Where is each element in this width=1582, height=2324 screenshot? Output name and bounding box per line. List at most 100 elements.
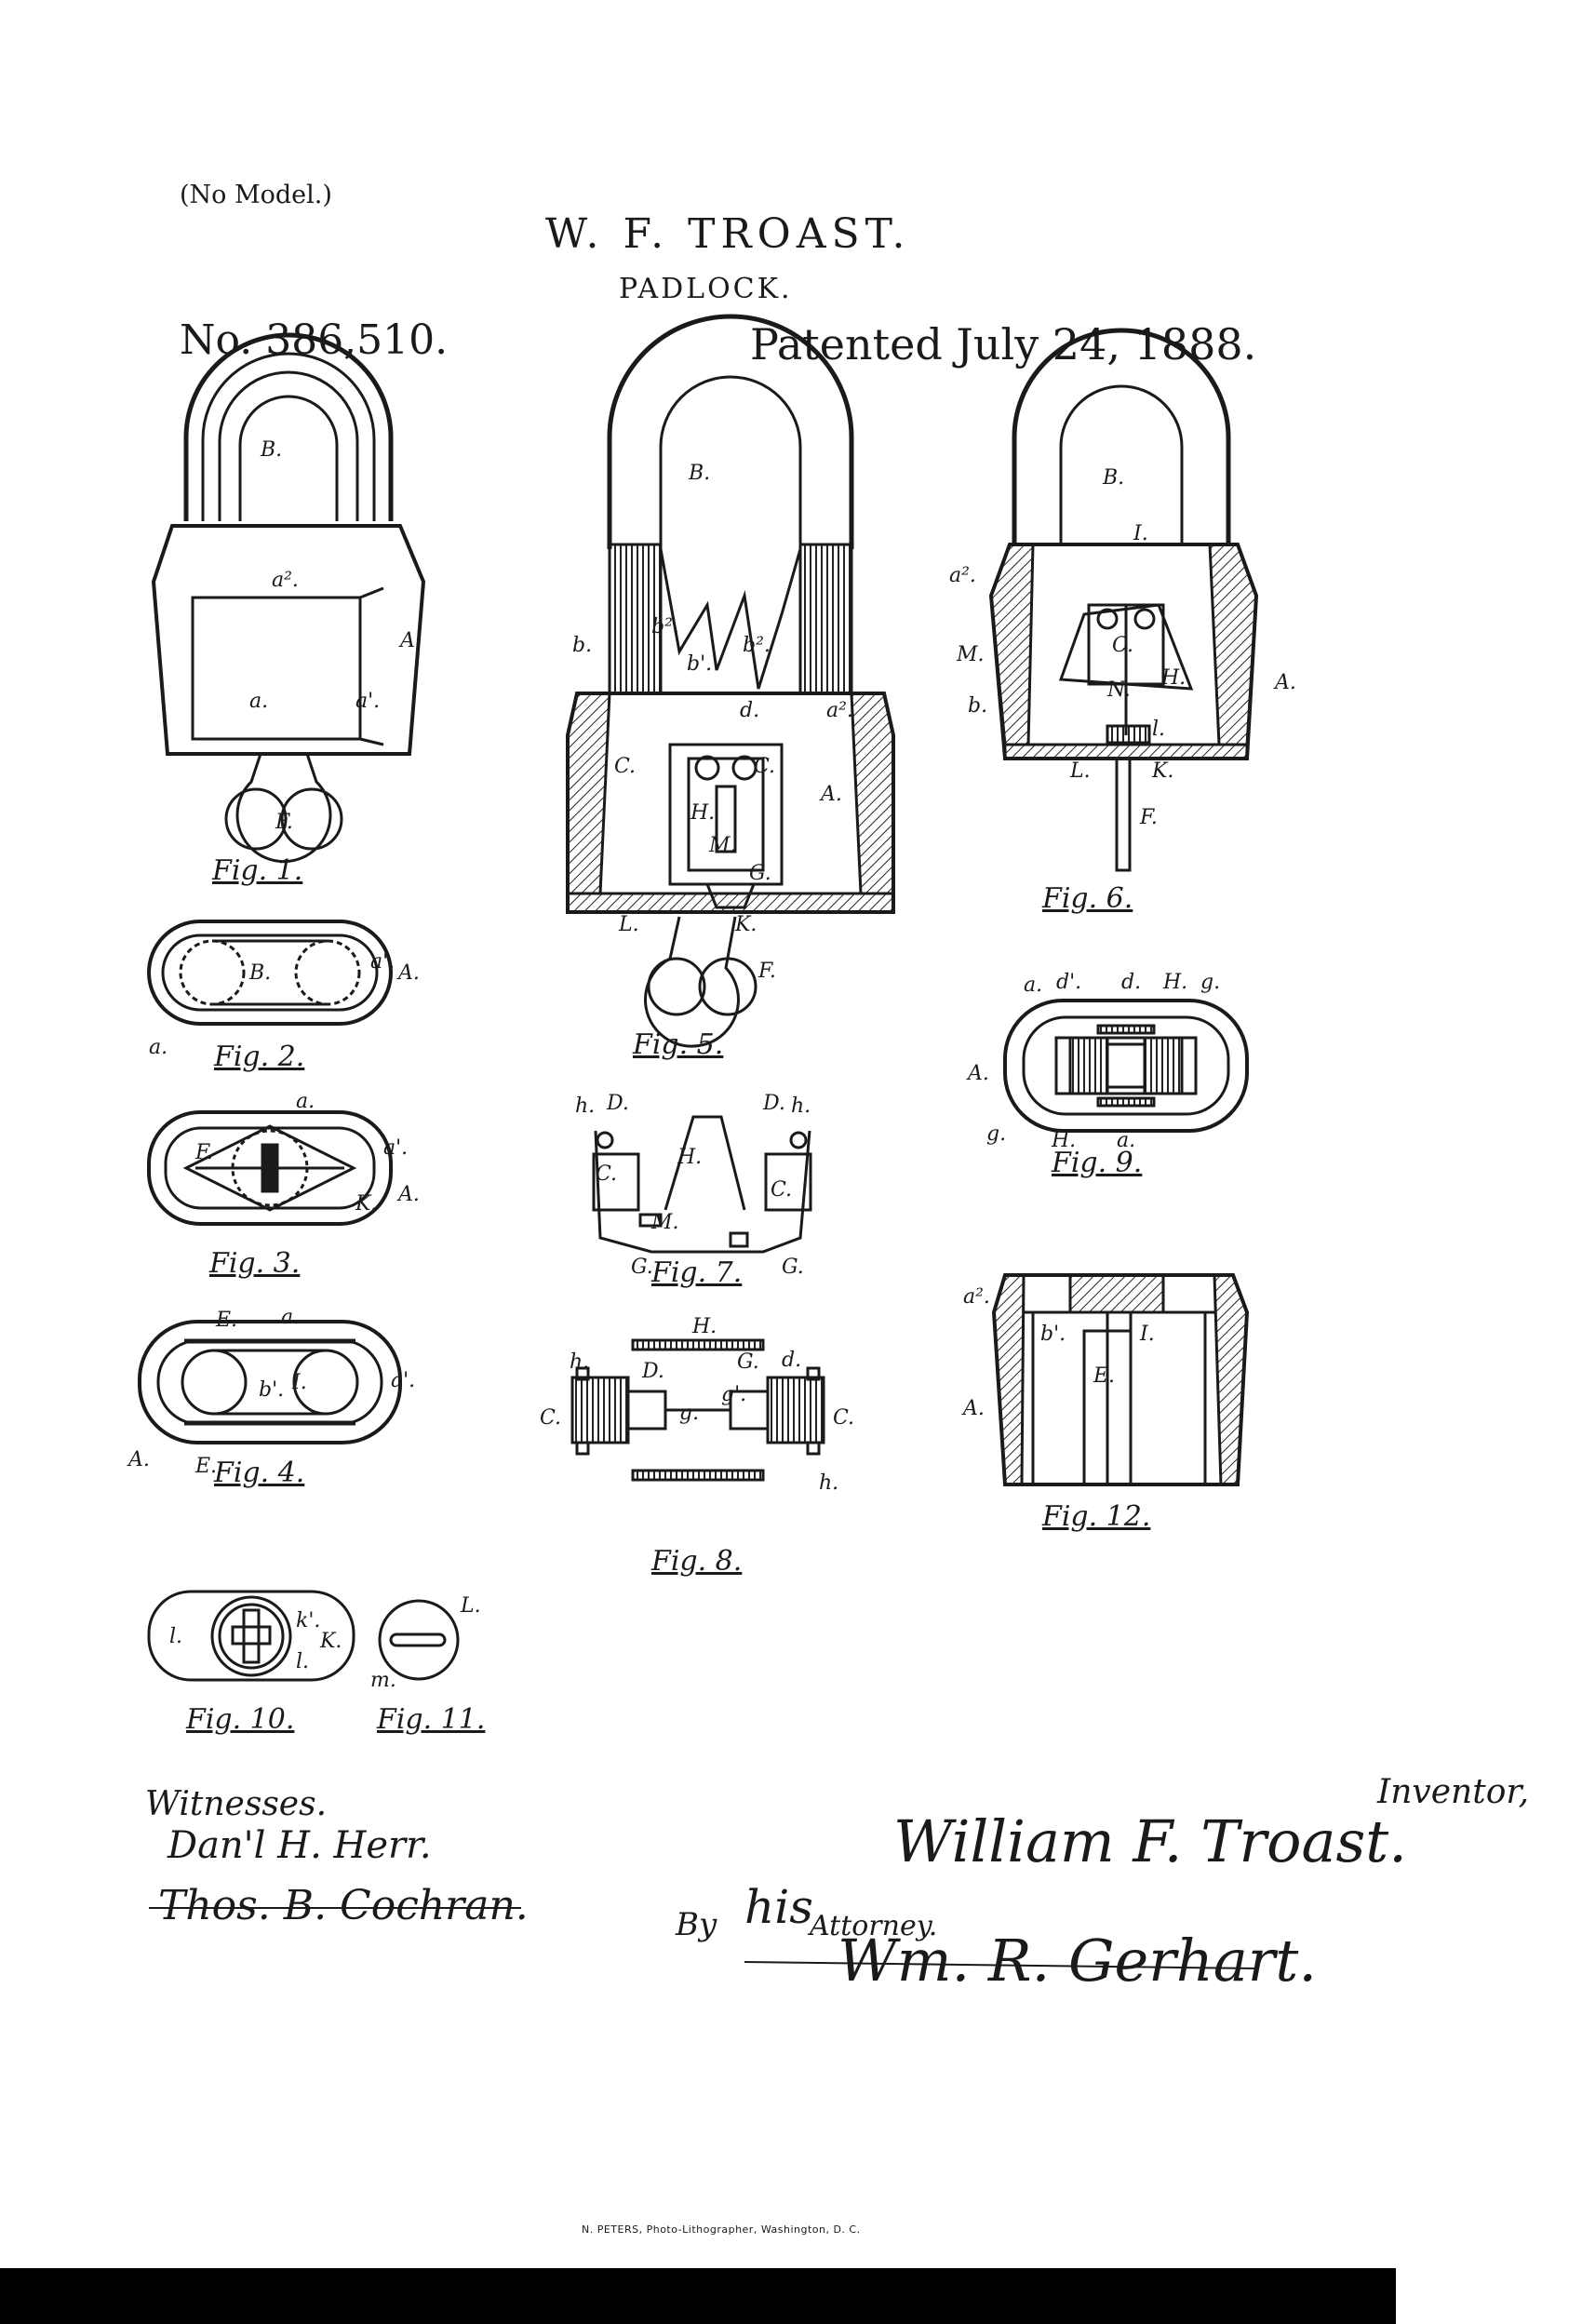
label-a-fig2: a. bbox=[149, 1036, 168, 1059]
label-B-fig2: B. bbox=[248, 961, 271, 985]
label-g1-fig8: g'. bbox=[721, 1383, 746, 1406]
label-a1-fig4: a'. bbox=[391, 1369, 415, 1392]
label-h-fig7: h. bbox=[575, 1095, 595, 1118]
fig-7-caption: Fig. 7. bbox=[651, 1256, 743, 1289]
label-L-fig6: L. bbox=[1069, 759, 1091, 783]
label-E-fig4: E. bbox=[215, 1309, 237, 1332]
his-signature: his bbox=[744, 1880, 813, 1934]
label-a-fig3: a. bbox=[296, 1090, 315, 1113]
fig-11-drawing bbox=[378, 1599, 460, 1681]
attorney-label: Attorney. bbox=[810, 1910, 938, 1942]
fig-6-caption: Fig. 6. bbox=[1042, 882, 1133, 915]
fig-5-drawing bbox=[566, 314, 895, 1048]
label-b1-fig5: b'. bbox=[687, 652, 712, 676]
no-model-note: (No Model.) bbox=[180, 181, 332, 209]
witness-signature-2: Thos. B. Cochran. bbox=[158, 1882, 529, 1929]
fig-5-caption: Fig. 5. bbox=[633, 1028, 724, 1061]
label-B-fig1: B. bbox=[260, 438, 282, 462]
label-G-fig7: G. bbox=[631, 1256, 653, 1279]
label-C2-fig8: C. bbox=[833, 1406, 854, 1430]
label-A-fig4: A. bbox=[127, 1448, 150, 1471]
label-G2-fig7: G. bbox=[782, 1256, 804, 1279]
label-D2-fig7: D. bbox=[762, 1092, 785, 1115]
label-F-fig5: F. bbox=[757, 960, 776, 983]
label-H-fig9: H. bbox=[1162, 971, 1187, 994]
label-a-fig1: a. bbox=[249, 690, 268, 713]
label-L-fig11: L. bbox=[460, 1594, 481, 1618]
label-M-fig5: M. bbox=[708, 834, 737, 857]
label-H-fig6: H. bbox=[1160, 666, 1186, 690]
fig-10-caption: Fig. 10. bbox=[186, 1703, 295, 1736]
label-A-fig9: A. bbox=[966, 1062, 989, 1085]
label-l-fig10: l. bbox=[169, 1625, 182, 1648]
fig-4-caption: Fig. 4. bbox=[214, 1457, 305, 1489]
label-C-fig6: C. bbox=[1112, 634, 1133, 657]
by-label: By bbox=[676, 1906, 717, 1943]
inventor-name: W. F. TROAST. bbox=[545, 210, 911, 258]
label-b2b-fig5: b². bbox=[743, 634, 771, 657]
label-I-fig4: I. bbox=[291, 1371, 307, 1394]
label-F-fig1: F. bbox=[275, 811, 293, 834]
fig-7-drawing bbox=[592, 1115, 812, 1254]
fig-3-drawing bbox=[147, 1110, 393, 1226]
fig-8-drawing bbox=[570, 1338, 825, 1482]
label-B-fig6: B. bbox=[1102, 466, 1124, 490]
witnesses-label: Witnesses. bbox=[145, 1785, 328, 1823]
label-b-fig5: b. bbox=[572, 634, 592, 657]
label-E-fig12: E. bbox=[1093, 1364, 1115, 1388]
fig-2-drawing bbox=[147, 920, 393, 1026]
label-M-fig7: M. bbox=[650, 1211, 679, 1234]
label-k1-fig10: k'. bbox=[296, 1609, 320, 1632]
attorney-signature: Wm. R. Gerhart. bbox=[838, 1927, 1318, 1995]
label-b2-fig5: b². bbox=[651, 615, 679, 638]
label-K-fig5: K. bbox=[734, 913, 757, 936]
label-b1-fig4: b'. bbox=[259, 1378, 284, 1402]
label-a-fig4: a. bbox=[281, 1306, 300, 1329]
label-H-fig8: H. bbox=[691, 1315, 717, 1338]
label-I-fig6: I. bbox=[1133, 522, 1148, 545]
label-K-fig3: K. bbox=[355, 1192, 377, 1216]
label-G-fig8: G. bbox=[737, 1350, 759, 1374]
patent-drawings: B. a². a. a'. A. F. B. a'. A. a. a. a'. … bbox=[127, 314, 1296, 1969]
label-I-fig12: I. bbox=[1139, 1323, 1155, 1346]
label-l-fig6: l. bbox=[1152, 718, 1165, 741]
witness-signature-1: Dan'l H. Herr. bbox=[168, 1824, 432, 1867]
fig-6-drawing bbox=[988, 328, 1259, 872]
label-a2-fig6: a². bbox=[949, 564, 976, 587]
label-C2-fig7: C. bbox=[771, 1178, 792, 1202]
label-d-fig9: d. bbox=[1121, 971, 1141, 994]
label-H-fig7: H. bbox=[677, 1146, 702, 1169]
label-a2-fig1: a². bbox=[272, 569, 299, 592]
label-L-fig5: L. bbox=[618, 913, 639, 936]
label-C-fig8: C. bbox=[540, 1406, 561, 1430]
label-h2-fig8: h. bbox=[819, 1471, 838, 1495]
label-h2-fig7: h. bbox=[791, 1095, 811, 1118]
label-D-fig8: D. bbox=[641, 1360, 664, 1383]
fig-12-drawing bbox=[991, 1273, 1250, 1486]
scan-border-bar bbox=[0, 2268, 1396, 2324]
inventor-signature: William F. Troast. bbox=[893, 1807, 1407, 1875]
fig-2-caption: Fig. 2. bbox=[214, 1041, 305, 1073]
label-C-fig5: C. bbox=[614, 755, 636, 778]
fig-12-caption: Fig. 12. bbox=[1042, 1500, 1151, 1533]
label-A-fig12: A. bbox=[961, 1397, 985, 1420]
label-a1-fig2: a'. bbox=[370, 950, 395, 974]
label-H2-fig9: H. bbox=[1051, 1129, 1076, 1152]
label-F-fig6: F. bbox=[1139, 806, 1158, 829]
label-a2-fig5: a². bbox=[826, 699, 853, 722]
label-A-fig1: A. bbox=[398, 629, 422, 652]
label-h-fig8: h. bbox=[570, 1350, 589, 1374]
fig-3-caption: Fig. 3. bbox=[209, 1247, 301, 1280]
label-d-fig8: d. bbox=[782, 1349, 801, 1372]
label-D-fig7: D. bbox=[606, 1092, 629, 1115]
label-A-fig5: A. bbox=[819, 783, 842, 806]
label-A-fig3: A. bbox=[396, 1183, 420, 1206]
label-C-fig7: C. bbox=[596, 1162, 617, 1186]
fig-11-caption: Fig. 11. bbox=[377, 1703, 486, 1736]
label-a1-fig3: a'. bbox=[383, 1136, 408, 1160]
label-K-fig6: K. bbox=[1151, 759, 1173, 783]
label-m-fig11: m. bbox=[370, 1669, 396, 1692]
label-E2-fig4: E. bbox=[194, 1455, 217, 1478]
label-a-fig9: a. bbox=[1024, 974, 1042, 997]
label-b1-fig12: b'. bbox=[1040, 1323, 1066, 1346]
